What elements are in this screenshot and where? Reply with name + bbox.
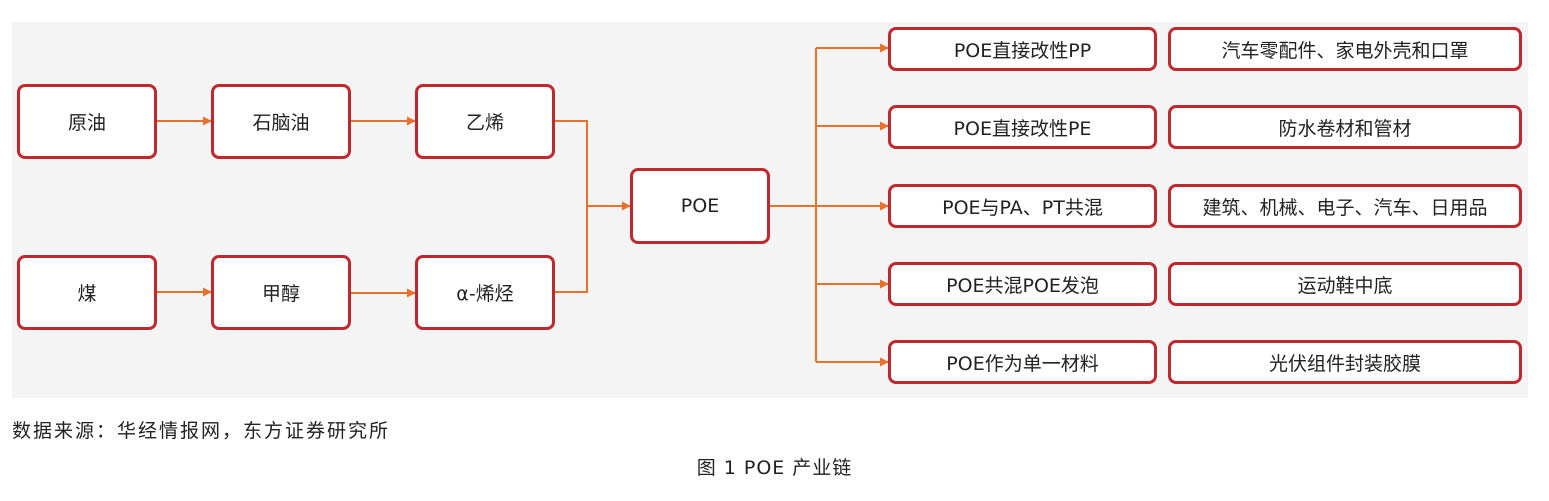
node-end-use-4: 运动鞋中底 bbox=[1168, 262, 1522, 306]
node-process-5: POE作为单一材料 bbox=[888, 340, 1157, 384]
node-alpha-olefin: α-烯烃 bbox=[415, 255, 555, 330]
node-process-4: POE共混POE发泡 bbox=[888, 262, 1157, 306]
node-end-use-2: 防水卷材和管材 bbox=[1168, 105, 1522, 149]
node-end-use-1: 汽车零配件、家电外壳和口罩 bbox=[1168, 27, 1522, 71]
node-naphtha: 石脑油 bbox=[211, 84, 351, 159]
node-process-1: POE直接改性PP bbox=[888, 27, 1157, 71]
arrow-ethylene-merge bbox=[554, 120, 588, 293]
node-end-use-5: 光伏组件封装胶膜 bbox=[1168, 340, 1522, 384]
source-note: 数据来源：华经情报网，东方证券研究所 bbox=[12, 420, 391, 442]
node-ethylene: 乙烯 bbox=[415, 84, 555, 159]
node-end-use-3: 建筑、机械、电子、汽车、日用品 bbox=[1168, 184, 1522, 228]
node-methanol: 甲醇 bbox=[211, 255, 351, 330]
node-process-3: POE与PA、PT共混 bbox=[888, 184, 1157, 228]
node-coal: 煤 bbox=[17, 255, 157, 330]
node-crude-oil: 原油 bbox=[17, 84, 157, 159]
figure-caption: 图 1 POE 产业链 bbox=[696, 457, 853, 479]
node-process-2: POE直接改性PE bbox=[888, 105, 1157, 149]
node-poe: POE bbox=[630, 168, 770, 244]
